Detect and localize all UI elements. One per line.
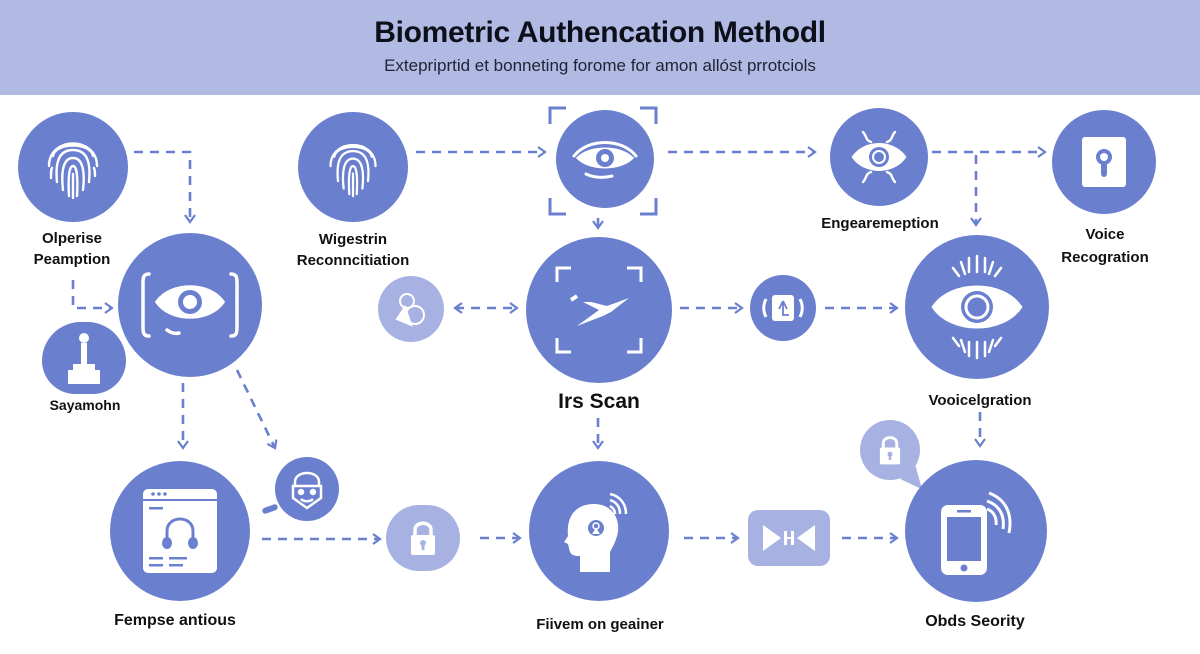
fingerprint-icon bbox=[329, 144, 377, 198]
page-title: Biometric Authencation Methodl bbox=[374, 16, 826, 49]
head-signal-node[interactable] bbox=[529, 461, 669, 601]
lock-face-node[interactable] bbox=[275, 457, 339, 521]
fingerprint-label-2a: Wigestrin bbox=[318, 231, 388, 248]
eye-scan-node[interactable] bbox=[118, 233, 262, 377]
eye-circuit-icon bbox=[851, 130, 907, 184]
lock-icon bbox=[879, 436, 901, 465]
browser-headset-node[interactable] bbox=[110, 461, 250, 601]
user-cloud-node[interactable] bbox=[42, 322, 126, 394]
device-icon bbox=[762, 295, 804, 321]
eye-circuit-label: Engearemeption bbox=[821, 215, 939, 232]
header-band: Biometric Authencation Methodl Extepripr… bbox=[0, 0, 1200, 95]
lock-cloud-node[interactable] bbox=[386, 505, 460, 571]
joystick-icon bbox=[68, 333, 100, 384]
eye-frame-node[interactable] bbox=[556, 110, 654, 208]
shapes-icon bbox=[395, 293, 425, 327]
fingerprint-node-1[interactable] bbox=[18, 112, 128, 222]
eye-rays-label: Vooicelgration bbox=[928, 392, 1032, 409]
head-signal-label: Fiivem on geainer bbox=[536, 616, 664, 633]
phone-signal-label: Obds Seority bbox=[925, 613, 1025, 630]
lock-face-tail bbox=[261, 503, 279, 515]
plane-scan-icon bbox=[555, 266, 643, 354]
iris-scan-label: Irs Scan bbox=[558, 390, 640, 413]
eye-circuit-node[interactable] bbox=[830, 108, 928, 206]
bowtie-icon bbox=[763, 525, 815, 551]
lock-icon bbox=[411, 521, 435, 555]
eye-icon bbox=[572, 141, 638, 179]
eye-rays-node[interactable] bbox=[905, 235, 1049, 379]
keyhole-icon bbox=[1082, 137, 1126, 187]
keyhole-label-a: Voice bbox=[1085, 226, 1125, 243]
fingerprint-label-2b: Reconncitiation bbox=[296, 252, 410, 269]
browser-headset-label: Fempse antious bbox=[114, 612, 236, 629]
keyhole-node[interactable] bbox=[1052, 110, 1156, 214]
page-subtitle: Extepriprtid et bonneting forome for amo… bbox=[384, 56, 816, 75]
iris-scan-node[interactable] bbox=[526, 237, 672, 383]
phone-signal-icon bbox=[941, 491, 1012, 575]
fingerprint-label-1a: Olperise bbox=[41, 230, 103, 247]
keyhole-label-b: Recogration bbox=[1061, 249, 1149, 266]
phone-signal-node[interactable] bbox=[905, 460, 1047, 602]
device-node[interactable] bbox=[750, 275, 816, 341]
fingerprint-icon bbox=[47, 142, 99, 200]
head-signal-icon bbox=[564, 492, 628, 572]
browser-headset-icon bbox=[143, 489, 217, 573]
eye-scan-icon bbox=[141, 272, 239, 338]
fingerprint-label-1b: Peamption bbox=[33, 251, 111, 268]
eye-rays-icon bbox=[931, 254, 1023, 360]
eye-frame-brackets bbox=[548, 106, 658, 216]
bowtie-node[interactable] bbox=[748, 510, 830, 566]
face-shapes-node[interactable] bbox=[378, 276, 444, 342]
fingerprint-node-2[interactable] bbox=[298, 112, 408, 222]
lock-face-icon bbox=[291, 471, 323, 510]
user-cloud-label: Sayamohn bbox=[49, 397, 121, 413]
lock-bubble-node[interactable] bbox=[860, 420, 920, 480]
